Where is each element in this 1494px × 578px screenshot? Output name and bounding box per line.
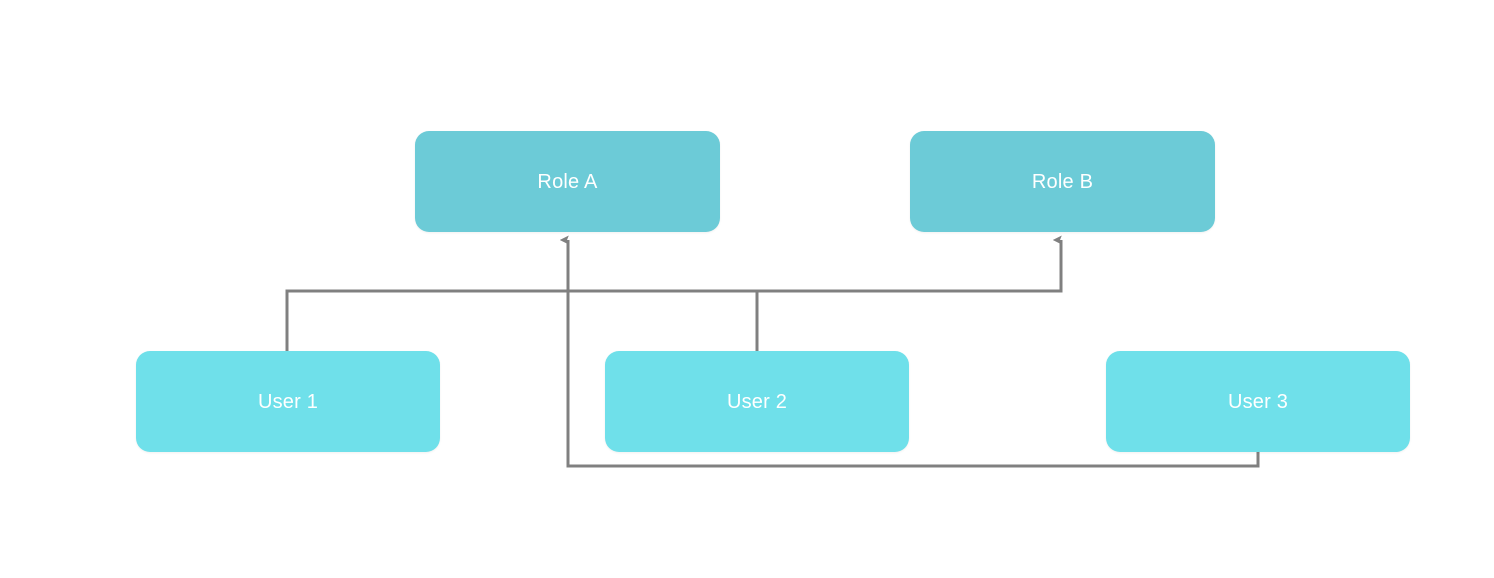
- node-role-a[interactable]: Role A: [415, 131, 720, 232]
- node-user-3[interactable]: User 3: [1106, 351, 1410, 452]
- node-role-a-label: Role A: [537, 170, 598, 193]
- node-role-b[interactable]: Role B: [910, 131, 1215, 232]
- node-user-1-label: User 1: [257, 390, 319, 413]
- edge-user1-roleb: [285, 235, 1063, 351]
- node-user-1[interactable]: User 1: [136, 351, 440, 452]
- node-user-2-label: User 2: [726, 390, 788, 413]
- node-user-3-label: User 3: [1227, 390, 1289, 413]
- node-role-b-label: Role B: [1031, 170, 1094, 193]
- node-user-2[interactable]: User 2: [605, 351, 909, 452]
